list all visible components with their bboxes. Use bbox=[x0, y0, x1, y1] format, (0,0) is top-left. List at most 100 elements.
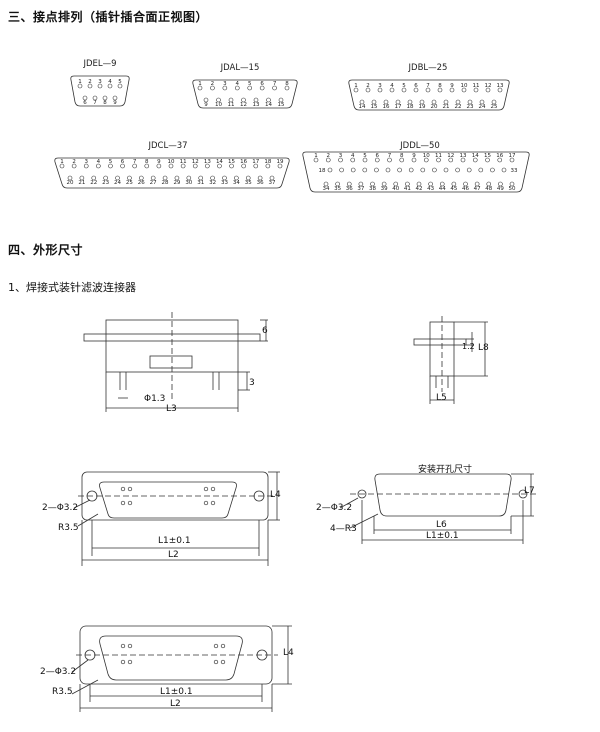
pin bbox=[478, 167, 484, 173]
pin bbox=[485, 87, 491, 93]
pin-label: 6 bbox=[260, 81, 264, 87]
pin-label: 13 bbox=[204, 159, 211, 165]
pin-label: 9 bbox=[204, 102, 208, 108]
pin-label: 29 bbox=[173, 180, 180, 186]
pin bbox=[77, 83, 83, 89]
pin bbox=[383, 99, 389, 105]
pin bbox=[466, 167, 472, 173]
pin bbox=[234, 175, 239, 181]
pin bbox=[71, 163, 77, 169]
pin-label: 10 bbox=[168, 159, 175, 165]
pin-label: 17 bbox=[395, 104, 402, 110]
pin bbox=[253, 163, 259, 169]
pin bbox=[374, 157, 380, 163]
pin-label: 15 bbox=[484, 153, 491, 159]
dim-L4: L4 bbox=[270, 490, 281, 500]
pin bbox=[485, 157, 490, 163]
pin bbox=[241, 97, 246, 103]
pin bbox=[96, 163, 101, 169]
pin bbox=[228, 97, 234, 103]
pin bbox=[234, 85, 240, 91]
pin bbox=[67, 175, 73, 181]
pin bbox=[463, 181, 468, 187]
pin-label: 36 bbox=[257, 180, 264, 186]
dim-L1b: L1±0.1 bbox=[426, 531, 459, 541]
pin bbox=[413, 87, 419, 93]
pin-label: 5 bbox=[109, 159, 113, 165]
pin bbox=[449, 87, 455, 93]
pin bbox=[381, 181, 387, 187]
pin-label: 2 bbox=[88, 79, 92, 85]
pin-label: 9 bbox=[157, 159, 161, 165]
pin-label: 4 bbox=[390, 83, 394, 89]
pin bbox=[473, 87, 479, 93]
dim-hole-2-32: 2—Φ3.2 bbox=[42, 503, 79, 513]
pin bbox=[150, 175, 156, 181]
pin bbox=[83, 163, 89, 169]
pin bbox=[82, 95, 88, 101]
pin bbox=[313, 157, 319, 163]
pin bbox=[108, 163, 113, 169]
pin bbox=[472, 157, 478, 163]
pin-label: 12 bbox=[192, 159, 199, 165]
dim-L6: L6 bbox=[436, 520, 447, 530]
pin bbox=[138, 175, 144, 181]
pin bbox=[436, 157, 441, 163]
pin bbox=[497, 157, 503, 163]
dim-L7: L7 bbox=[524, 486, 535, 496]
pin bbox=[374, 167, 379, 173]
pin-label: 16 bbox=[240, 159, 247, 165]
pin-label: 2 bbox=[72, 159, 76, 165]
pin-label: 1 bbox=[198, 81, 202, 87]
pin bbox=[59, 163, 65, 169]
pin bbox=[197, 85, 203, 91]
pin bbox=[509, 157, 515, 163]
pin-label: 6 bbox=[121, 159, 125, 165]
pin bbox=[127, 175, 132, 181]
pin bbox=[509, 181, 515, 187]
pin bbox=[198, 175, 204, 181]
pin bbox=[92, 95, 98, 101]
pin-label: 45 bbox=[450, 186, 457, 192]
pin bbox=[269, 175, 275, 181]
pin-label: 8 bbox=[285, 81, 289, 87]
pin-label: 43 bbox=[427, 186, 434, 192]
pin bbox=[327, 167, 333, 173]
pin bbox=[370, 181, 375, 187]
pin bbox=[277, 163, 283, 169]
pin-label: 17 bbox=[252, 159, 259, 165]
pin bbox=[210, 175, 215, 181]
pin-label: 25 bbox=[126, 180, 133, 186]
pin-label: 26 bbox=[138, 180, 145, 186]
pin-label: 27 bbox=[150, 180, 157, 186]
pin-label: 22 bbox=[90, 180, 97, 186]
section-3-title: 三、接点排列（插针插合面正视图） bbox=[8, 10, 209, 24]
pin-label: 4 bbox=[97, 159, 101, 165]
pin-label: 11 bbox=[228, 102, 235, 108]
mount-r-label: 4—R3 bbox=[330, 524, 357, 534]
pin-label: 7 bbox=[93, 100, 97, 106]
pin bbox=[397, 167, 402, 173]
pin bbox=[346, 181, 352, 187]
pin bbox=[253, 97, 259, 103]
pin bbox=[335, 181, 340, 187]
pin bbox=[229, 163, 234, 169]
pin-label: 46 bbox=[462, 186, 469, 192]
dim-L1: L1±0.1 bbox=[158, 536, 191, 546]
pin-label: 13 bbox=[460, 153, 467, 159]
pin bbox=[210, 85, 215, 91]
subsection-1-title: 1、焊接式装针滤波连接器 bbox=[8, 281, 136, 294]
pin-label: 7 bbox=[133, 159, 137, 165]
pin-label: 36 bbox=[346, 186, 353, 192]
pin bbox=[174, 175, 180, 181]
pin-label: 15 bbox=[371, 104, 378, 110]
pin-label: 14 bbox=[216, 159, 223, 165]
connector-label: JDAL—15 bbox=[220, 63, 260, 73]
pin-label: 5 bbox=[118, 79, 122, 85]
pin bbox=[107, 83, 113, 89]
pin-label: 3 bbox=[378, 83, 382, 89]
pin bbox=[359, 99, 365, 105]
pin-label: 47 bbox=[474, 186, 481, 192]
dim-L3: L3 bbox=[166, 404, 177, 414]
